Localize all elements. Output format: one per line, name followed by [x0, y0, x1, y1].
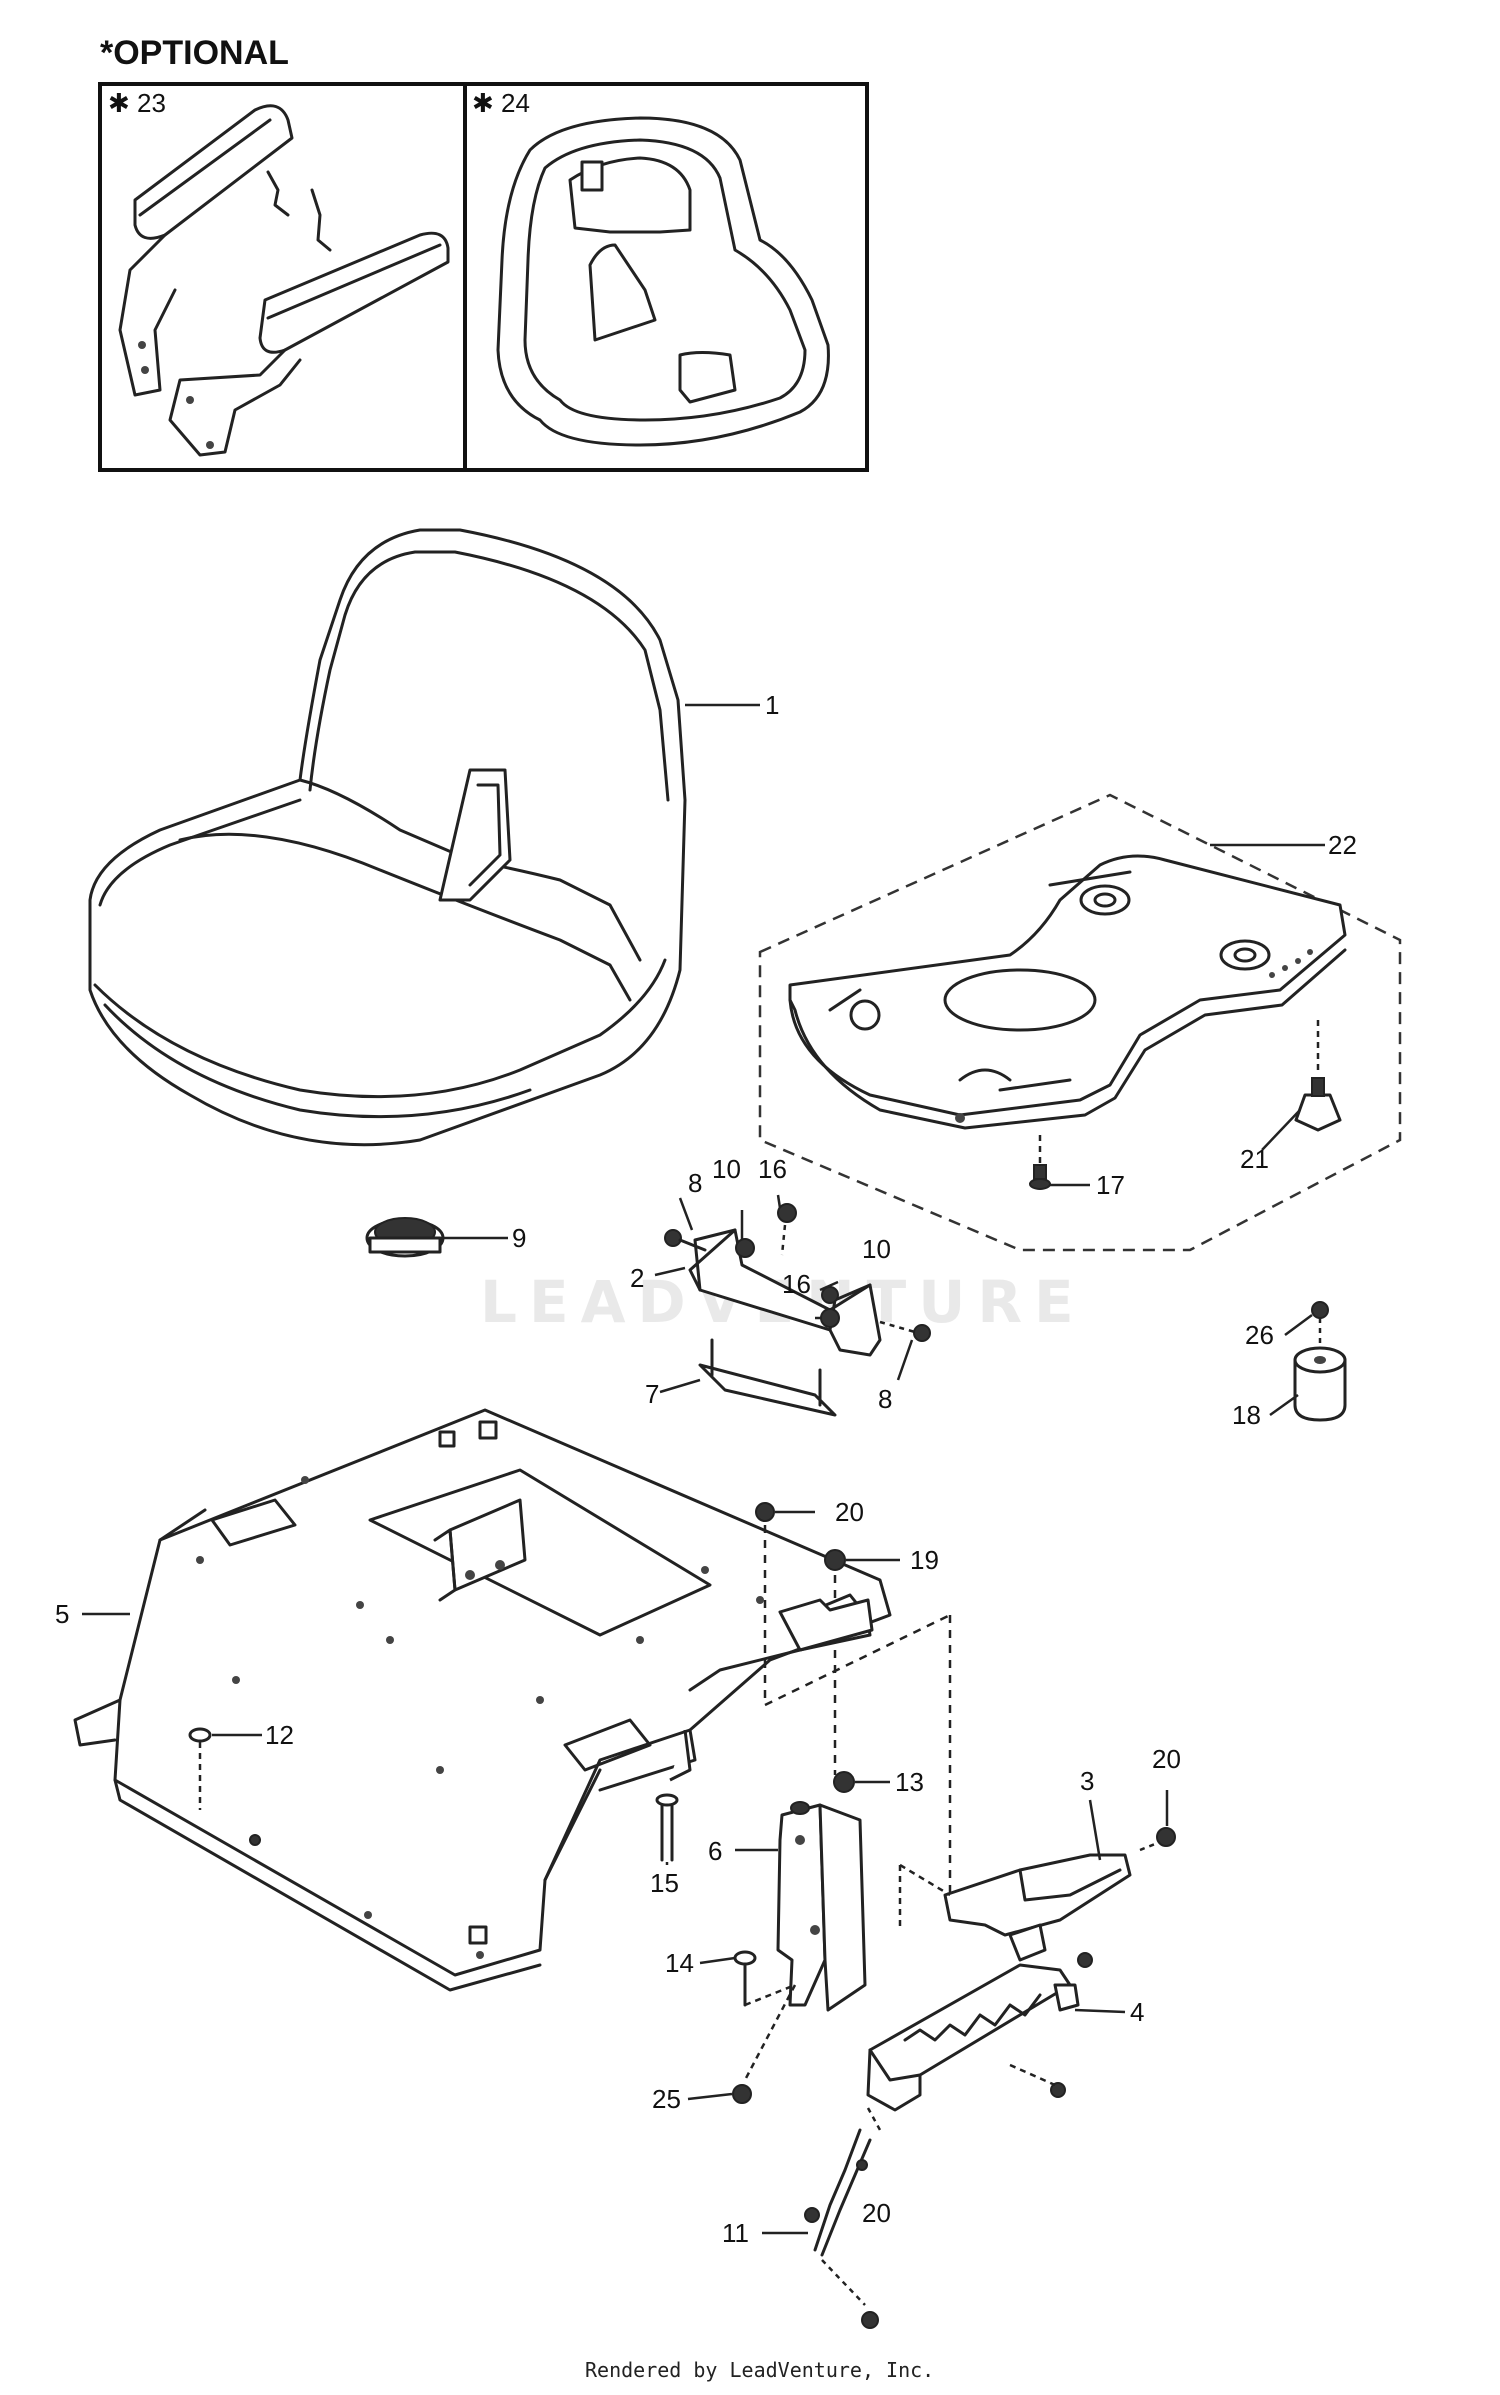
callout-2: 2 [630, 1263, 644, 1293]
optional-part-23-label: ✱ 23 [108, 88, 166, 118]
callout-10a: 10 [712, 1154, 741, 1184]
bolt-part-17 [1029, 1135, 1051, 1190]
callout-14: 14 [665, 1948, 694, 1978]
callout-3: 3 [1080, 1766, 1094, 1796]
slide-rail-part-3 [898, 1827, 1176, 1968]
callout-25: 25 [652, 2084, 681, 2114]
footer-credit: Rendered by LeadVenture, Inc. [585, 2358, 934, 2382]
nut-part-25 [732, 2084, 752, 2104]
armrest-kit-drawing [118, 104, 450, 457]
callout-22: 22 [1328, 830, 1357, 860]
seat-cover-drawing [496, 116, 830, 447]
optional-title: *OPTIONAL [100, 34, 289, 72]
callout-leaders [82, 703, 1325, 2235]
bolt-part-14 [733, 1950, 797, 2081]
callout-20b: 20 [1152, 1744, 1181, 1774]
seat-part-1 [88, 528, 687, 1147]
callout-7: 7 [645, 1379, 659, 1409]
callout-19: 19 [910, 1545, 939, 1575]
callout-16a: 16 [758, 1154, 787, 1184]
bolt-part-15 [655, 1793, 679, 1862]
kit-22-boundary [758, 793, 1402, 1252]
callout-9: 9 [512, 1223, 526, 1253]
bracket-part-6 [776, 1801, 867, 2012]
callout-18: 18 [1232, 1400, 1261, 1430]
callout-10b: 10 [862, 1234, 891, 1264]
bolt-part-12 [188, 1727, 212, 1810]
callout-16b: 16 [782, 1269, 811, 1299]
callout-20a: 20 [835, 1497, 864, 1527]
seat-pan-part-5 [73, 1408, 892, 1992]
link-part-11 [804, 2107, 882, 2329]
callout-21: 21 [1240, 1144, 1269, 1174]
optional-part-24-label: ✱ 24 [472, 88, 530, 118]
slide-rail-part-4 [866, 1963, 1080, 2112]
callout-13: 13 [895, 1767, 924, 1797]
callout-1: 1 [765, 690, 779, 720]
hardware-20-19-13 [755, 1502, 952, 1900]
callout-11: 11 [722, 2218, 749, 2248]
switch-part-9 [365, 1217, 445, 1258]
callout-17: 17 [1096, 1170, 1125, 1200]
callout-20c: 20 [862, 2198, 891, 2228]
callout-26: 26 [1245, 1320, 1274, 1350]
callout-12: 12 [265, 1720, 294, 1750]
knob-part-21 [1294, 1020, 1342, 1132]
callout-15: 15 [650, 1868, 679, 1898]
pan-bracket [778, 1598, 874, 1652]
callout-8a: 8 [688, 1168, 702, 1198]
callout-5: 5 [55, 1599, 69, 1629]
spacer-part-18 [1293, 1301, 1347, 1422]
callout-8b: 8 [878, 1384, 892, 1414]
bracket-part-2 [664, 1203, 931, 1417]
callout-4: 4 [1130, 1997, 1144, 2027]
seat-plate-drawing [788, 854, 1347, 1130]
callout-6: 6 [708, 1836, 722, 1866]
optional-frame [98, 82, 869, 472]
